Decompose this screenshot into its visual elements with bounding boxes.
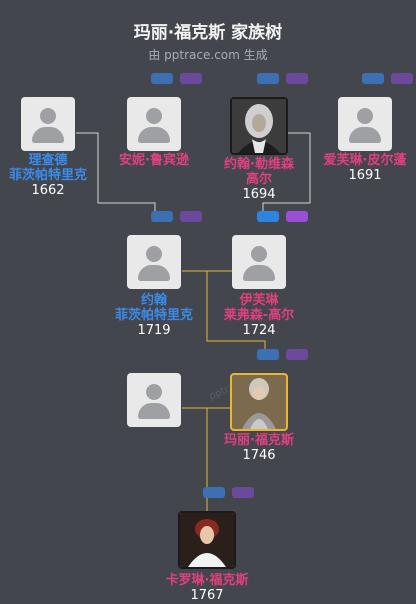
person-name: 约翰·勒维森 <box>224 157 294 172</box>
person-name: 理查德 <box>28 153 68 168</box>
person-card-richard[interactable]: 理查德 菲茨帕特里克 1662 <box>0 97 103 199</box>
branch-tag[interactable] <box>286 73 308 84</box>
branch-tag[interactable] <box>391 73 413 84</box>
person-name: 伊芙琳 <box>239 293 279 308</box>
person-card-evelyn-gower[interactable]: 伊芙琳 莱弗森-高尔 1724 <box>204 235 314 339</box>
person-card-evelyn-pierrepont[interactable]: 爱芙琳·皮尔蓬 1691 <box>310 97 416 184</box>
portrait-image <box>232 375 286 429</box>
avatar-placeholder <box>127 373 181 427</box>
person-silhouette-icon <box>146 246 162 262</box>
person-name-line2: 菲茨帕特里克 <box>114 308 193 323</box>
person-card-mary-fox[interactable]: 玛丽·福克斯 1746 <box>204 373 314 464</box>
portrait-image <box>180 513 234 567</box>
branch-tag[interactable] <box>257 349 279 360</box>
branch-tag[interactable] <box>203 487 225 498</box>
branch-tag[interactable] <box>257 73 279 84</box>
branch-tag[interactable] <box>286 349 308 360</box>
birth-year: 1662 <box>31 183 65 198</box>
person-name: 玛丽·福克斯 <box>224 433 294 448</box>
avatar-placeholder <box>127 97 181 151</box>
person-silhouette-icon <box>146 108 162 124</box>
person-silhouette-icon <box>251 246 267 262</box>
branch-tag[interactable] <box>151 73 173 84</box>
avatar-placeholder <box>338 97 392 151</box>
branch-tag[interactable] <box>180 211 202 222</box>
portrait-image <box>232 99 286 153</box>
portrait-photo <box>230 373 288 431</box>
person-name-line2: 菲茨帕特里克 <box>8 168 87 183</box>
birth-year: 1767 <box>190 588 224 603</box>
person-card-john-fitzpatrick[interactable]: 约翰 菲茨帕特里克 1719 <box>99 235 209 339</box>
person-silhouette-icon <box>40 108 56 124</box>
branch-tag[interactable] <box>257 211 279 222</box>
branch-tag[interactable] <box>362 73 384 84</box>
person-name-line2: 莱弗森-高尔 <box>223 308 295 323</box>
page-title: 玛丽·福克斯 家族树 <box>133 23 283 43</box>
connector-line <box>182 270 266 350</box>
connector-line <box>76 132 156 212</box>
person-card-caroline-fox[interactable]: 卡罗琳·福克斯 1767 <box>152 511 262 604</box>
person-card-anne[interactable]: 安妮·鲁宾逊 <box>99 97 209 168</box>
person-name: 卡罗琳·福克斯 <box>165 573 249 588</box>
person-silhouette-icon <box>357 108 373 124</box>
portrait-photo <box>178 511 236 569</box>
person-name: 爱芙琳·皮尔蓬 <box>323 153 407 168</box>
avatar-placeholder <box>232 235 286 289</box>
branch-tag[interactable] <box>180 73 202 84</box>
person-name-line2: 高尔 <box>245 172 272 187</box>
person-card-unknown-spouse[interactable] <box>99 373 209 427</box>
page-subtitle: 由 pptrace.com 生成 <box>148 48 268 62</box>
avatar-placeholder <box>21 97 75 151</box>
person-silhouette-icon <box>146 384 162 400</box>
branch-tag[interactable] <box>151 211 173 222</box>
birth-year: 1719 <box>137 323 171 338</box>
portrait-photo <box>230 97 288 155</box>
birth-year: 1724 <box>242 323 276 338</box>
connector-line <box>262 132 311 212</box>
person-name: 安妮·鲁宾逊 <box>119 153 189 168</box>
branch-tag[interactable] <box>286 211 308 222</box>
person-name: 约翰 <box>140 293 167 308</box>
birth-year: 1694 <box>242 187 276 202</box>
branch-tag[interactable] <box>232 487 254 498</box>
avatar-placeholder <box>127 235 181 289</box>
birth-year: 1746 <box>242 448 276 463</box>
person-card-john-leveson[interactable]: 约翰·勒维森 高尔 1694 <box>204 97 314 203</box>
birth-year: 1691 <box>348 168 382 183</box>
